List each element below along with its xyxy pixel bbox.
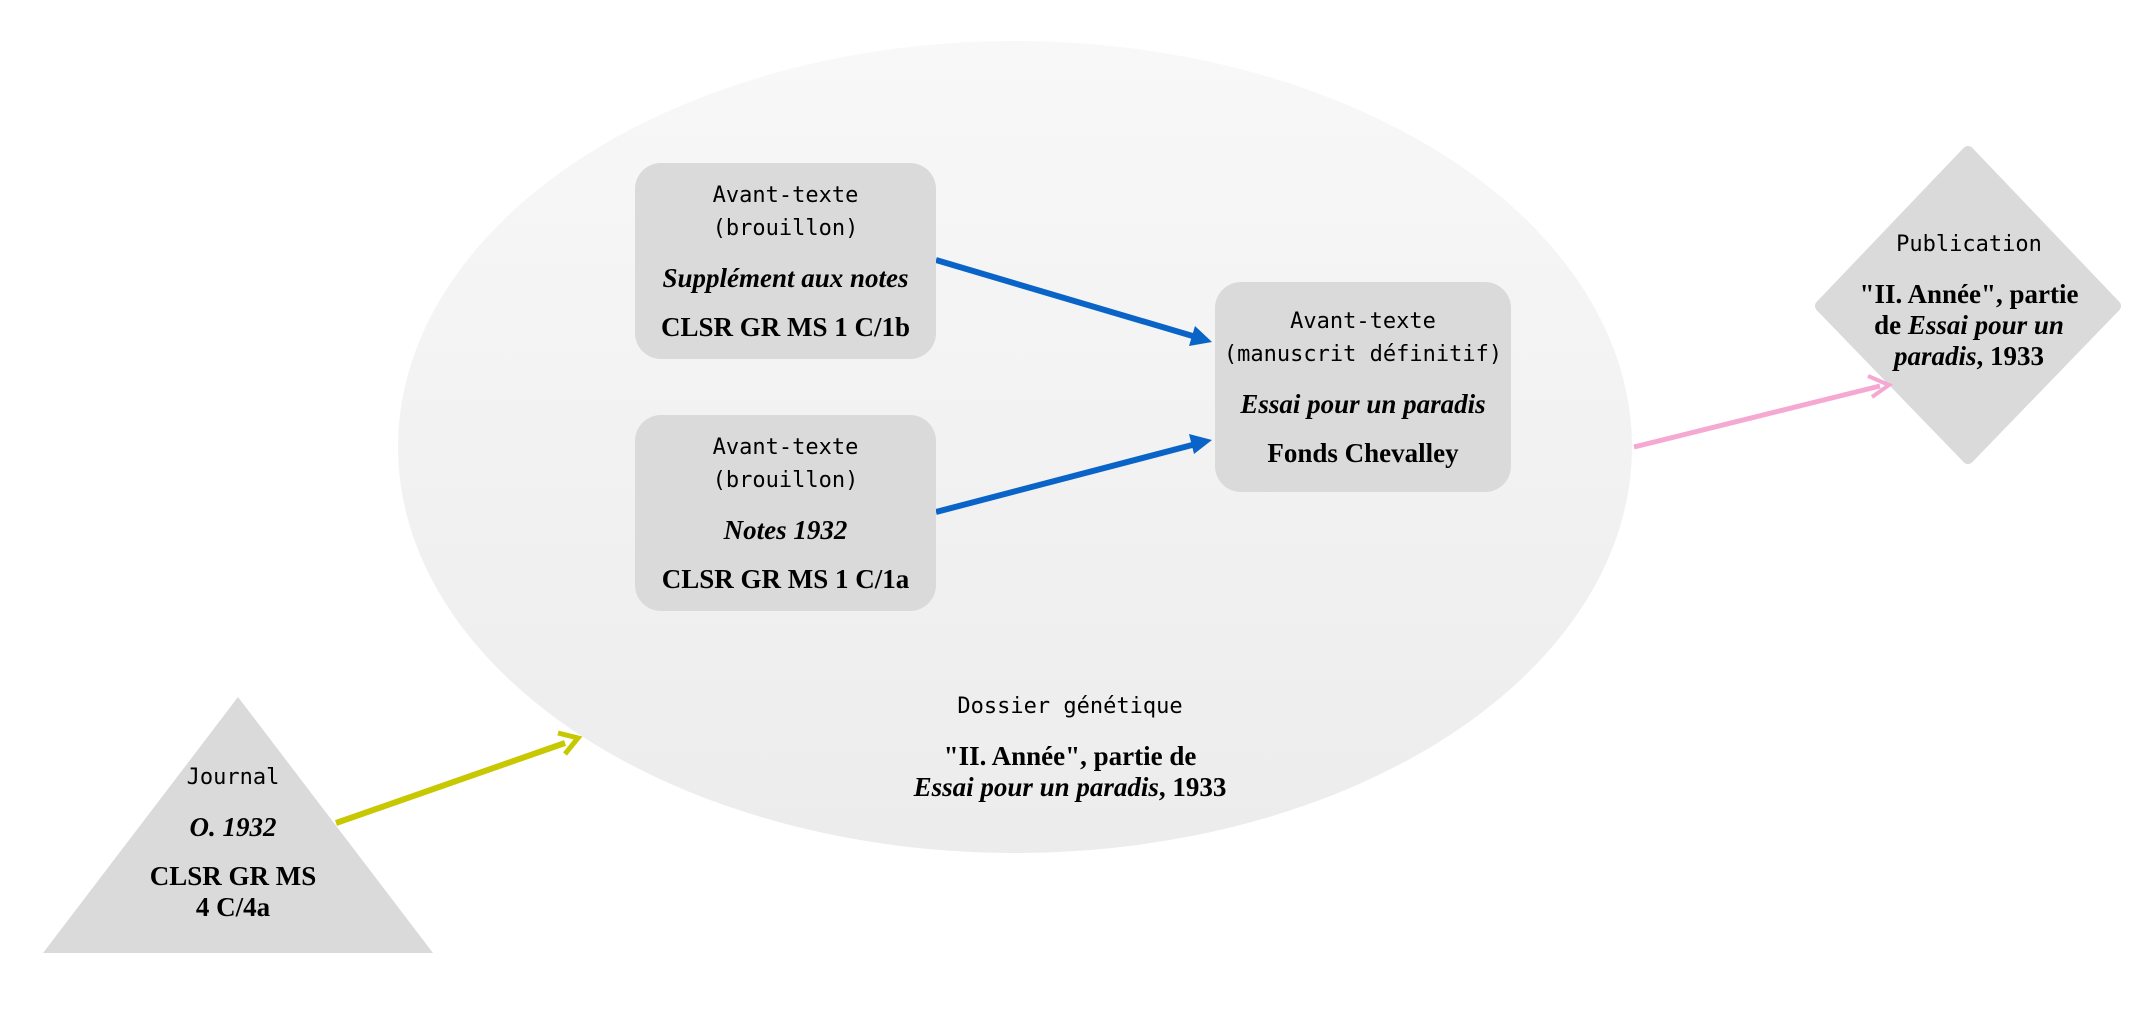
node-shelfmark: CLSR GR MS 1 C/1a	[661, 564, 910, 594]
publication-line3-tail: , 1933	[1976, 341, 2045, 371]
node-shelfmark: CLSR GR MS 1 C/1b	[660, 312, 911, 342]
edge-journal-to-dossier	[335, 730, 583, 826]
edge-brouillon-b-to-manuscrit	[935, 257, 1212, 346]
node-type-line2: (brouillon)	[712, 216, 859, 241]
publication-diamond	[1815, 146, 2121, 464]
node-journal: Journal O. 1932 CLSR GR MS 4 C/4a	[113, 761, 353, 951]
journal-triangle	[43, 697, 433, 953]
node-brouillon-supplement: Avant-texte (brouillon) Supplément aux n…	[635, 163, 936, 359]
journal-shelfmark-line1: CLSR GR MS	[149, 861, 317, 891]
edge-dossier-to-publication	[1633, 374, 1894, 450]
journal-type-label: Journal	[186, 765, 280, 790]
node-type-line2: (brouillon)	[712, 468, 859, 493]
publication-line2-prefix: de	[1874, 310, 1908, 340]
dossier-label: Dossier génétique "II. Année", partie de…	[860, 690, 1280, 810]
node-type-line1: Avant-texte	[1290, 309, 1436, 334]
publication-line3-italic: paradis	[1893, 341, 1977, 371]
publication-line1: "II. Année", partie	[1859, 279, 2079, 309]
publication-type-label: Publication	[1896, 232, 2042, 257]
publication-line3: paradis, 1933	[1894, 341, 2044, 372]
node-title: Essai pour un paradis	[1240, 389, 1486, 419]
node-title: Supplément aux notes	[662, 263, 909, 293]
node-type-line1: Avant-texte	[712, 183, 859, 208]
node-holding: Fonds Chevalley	[1267, 438, 1459, 468]
node-title: Notes 1932	[723, 515, 848, 545]
edge-brouillon-a-to-manuscrit	[935, 434, 1212, 515]
node-type-line1: Avant-texte	[712, 435, 859, 460]
dossier-title-tail: , 1933	[1158, 772, 1227, 802]
publication-line2: de Essai pour un	[1874, 310, 2064, 341]
node-publication: Publication "II. Année", partie de Essai…	[1838, 228, 2100, 388]
node-type-line2: (manuscrit définitif)	[1223, 342, 1503, 367]
dossier-title-italic: Essai pour un paradis	[913, 772, 1159, 802]
node-manuscrit-definitif: Avant-texte (manuscrit définitif) Essai …	[1215, 282, 1511, 492]
journal-title: O. 1932	[189, 812, 277, 842]
dossier-type-label: Dossier génétique	[957, 694, 1183, 719]
node-brouillon-notes: Avant-texte (brouillon) Notes 1932 CLSR …	[635, 415, 936, 611]
dossier-title-line1: "II. Année", partie de	[943, 741, 1197, 771]
journal-shelfmark-line2: 4 C/4a	[195, 892, 271, 922]
dossier-title-line2: Essai pour un paradis, 1933	[914, 772, 1227, 803]
publication-line2-italic: Essai pour un	[1907, 310, 2064, 340]
